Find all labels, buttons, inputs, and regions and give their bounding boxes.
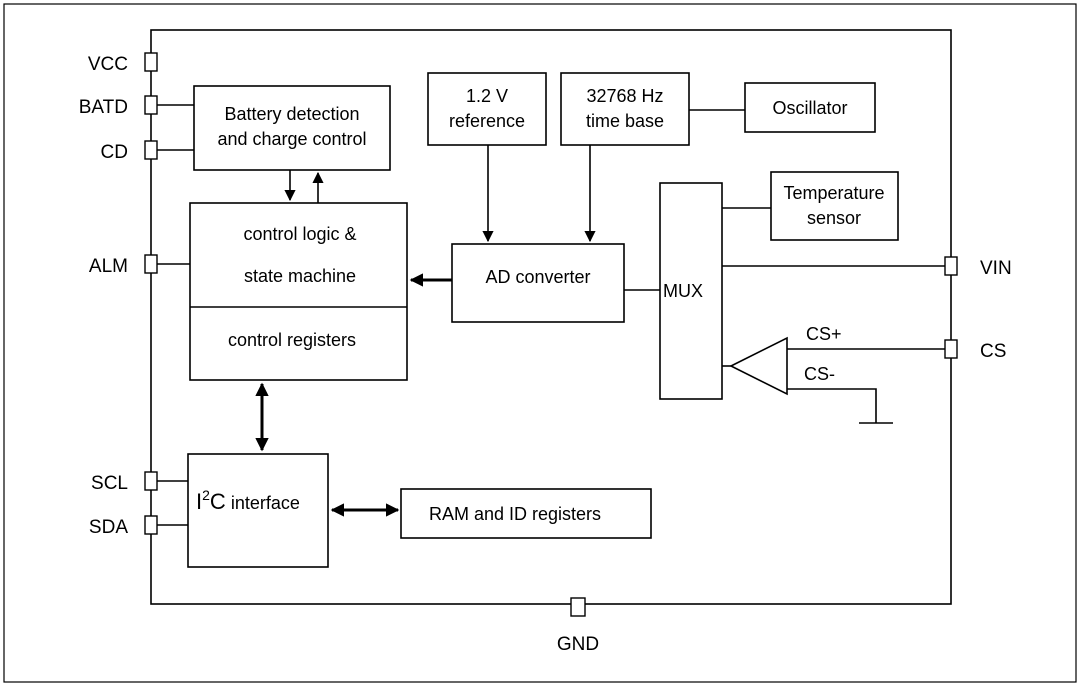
pin-alm: [144, 254, 158, 274]
temperature-sensor-block: [770, 171, 899, 241]
current-sense-amplifier: [729, 336, 788, 396]
ram-id-registers-block: [400, 488, 652, 539]
i2c-superscript: 2: [202, 487, 210, 503]
i2c-prefix: I: [196, 489, 202, 514]
i2c-suffix: C: [210, 489, 226, 514]
time-base-block: [560, 72, 690, 146]
control-registers-label: control registers: [228, 330, 356, 350]
pin-vin: [944, 256, 958, 276]
pin-scl: [144, 471, 158, 491]
oscillator-block: [744, 82, 876, 133]
cs-plus-label: CS+: [806, 324, 842, 344]
pin-cs-label: CS: [980, 341, 1006, 362]
pin-vcc-label: VCC: [88, 54, 128, 75]
temperature-sensor-label-2: sensor: [807, 208, 861, 228]
oscillator-label: Oscillator: [772, 98, 847, 118]
mux-label: MUX: [663, 281, 703, 301]
time-base-label-1: 32768 Hz: [586, 86, 663, 106]
i2c-interface-label: I2C interface: [196, 487, 300, 514]
battery-detection-block: [193, 85, 391, 171]
i2c-interface-block: [187, 453, 329, 568]
pin-cd: [144, 140, 158, 160]
ad-converter-block: [451, 243, 625, 323]
mux-block: [659, 182, 723, 400]
pin-cs: [944, 339, 958, 359]
temperature-sensor-label-1: Temperature: [783, 183, 884, 203]
control-logic-label-2: state machine: [244, 266, 356, 286]
chip-outline: [150, 29, 952, 605]
pin-sda: [144, 515, 158, 535]
pin-gnd-label: GND: [557, 634, 599, 655]
pin-cd-label: CD: [101, 142, 128, 163]
pin-vcc: [144, 52, 158, 72]
reference-block: [427, 72, 547, 146]
control-logic-label-1: control logic &: [243, 224, 356, 244]
pin-alm-label: ALM: [89, 256, 128, 277]
wire-cs-minus: [787, 388, 877, 423]
battery-detection-label-1: Battery detection: [224, 104, 359, 124]
pin-sda-label: SDA: [89, 517, 128, 538]
cs-minus-label: CS-: [804, 364, 835, 384]
pin-vin-label: VIN: [980, 258, 1012, 279]
pin-scl-label: SCL: [91, 473, 128, 494]
ram-id-registers-label: RAM and ID registers: [429, 504, 601, 524]
time-base-label-2: time base: [586, 111, 664, 131]
i2c-rest: interface: [226, 493, 300, 513]
control-logic-block: [189, 202, 408, 381]
reference-label-1: 1.2 V: [466, 86, 508, 106]
reference-label-2: reference: [449, 111, 525, 131]
battery-detection-label-2: and charge control: [217, 129, 366, 149]
pin-batd-label: BATD: [79, 97, 128, 118]
pin-batd: [144, 95, 158, 115]
ad-converter-label: AD converter: [485, 267, 590, 287]
pin-gnd: [570, 597, 586, 617]
page-frame: [3, 3, 1077, 683]
